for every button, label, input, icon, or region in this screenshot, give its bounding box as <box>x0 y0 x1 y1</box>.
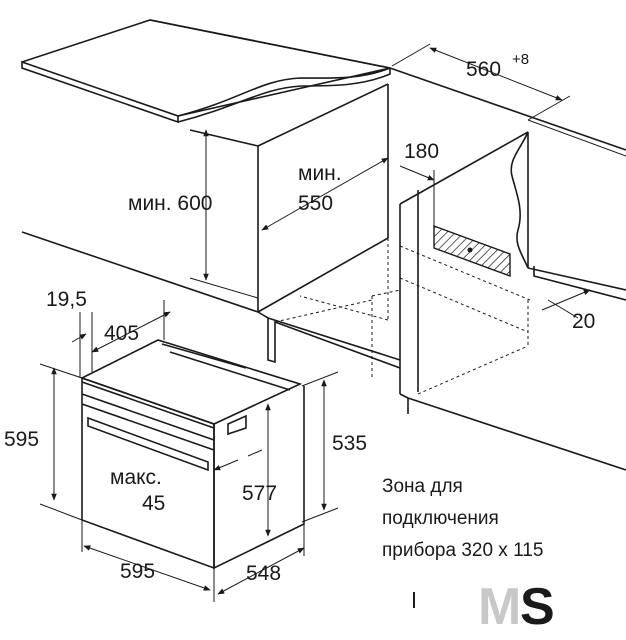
logo-letter-s: S <box>520 578 555 636</box>
logo-letter-m: M <box>478 578 521 636</box>
connection-zone <box>433 224 511 278</box>
dim-height-535: 535 <box>332 432 367 455</box>
note-line-3: прибора 320 х 115 <box>382 540 543 561</box>
dim-min-depth-label: мин. <box>298 162 342 185</box>
dim-depth-405: 405 <box>104 322 139 345</box>
dimension-labels: 560 +8 мин. 600 мин. 550 180 20 19,5 405… <box>4 51 595 585</box>
ms-logo: M S <box>478 578 555 636</box>
dim-min-depth-value: 550 <box>298 192 333 215</box>
oven-dimension-lines <box>39 300 339 602</box>
dim-height-595: 595 <box>4 428 39 451</box>
note-line-1: Зона для <box>382 476 463 497</box>
note-line-2: подключения <box>382 508 499 529</box>
oven <box>81 339 305 570</box>
dim-front-19-5: 19,5 <box>46 288 87 311</box>
countertop <box>21 19 391 124</box>
dim-depth-548: 548 <box>246 562 281 585</box>
dim-max-label: макс. <box>110 466 162 489</box>
cabinet-left <box>21 83 401 369</box>
dim-niche-width-tolerance: +8 <box>512 51 529 68</box>
dim-opening-180: 180 <box>404 140 439 163</box>
connection-note: Зона для подключения прибора 320 х 115 <box>382 476 543 561</box>
dim-width-595: 595 <box>120 560 155 583</box>
niche-interior <box>274 67 626 471</box>
dim-max-value: 45 <box>142 492 165 515</box>
dim-gap-20: 20 <box>572 310 595 333</box>
niche-dimension-lines <box>189 43 591 319</box>
dim-min-height: мин. 600 <box>128 192 212 215</box>
dim-niche-width: 560 <box>466 58 501 81</box>
dim-height-577: 577 <box>242 482 277 505</box>
